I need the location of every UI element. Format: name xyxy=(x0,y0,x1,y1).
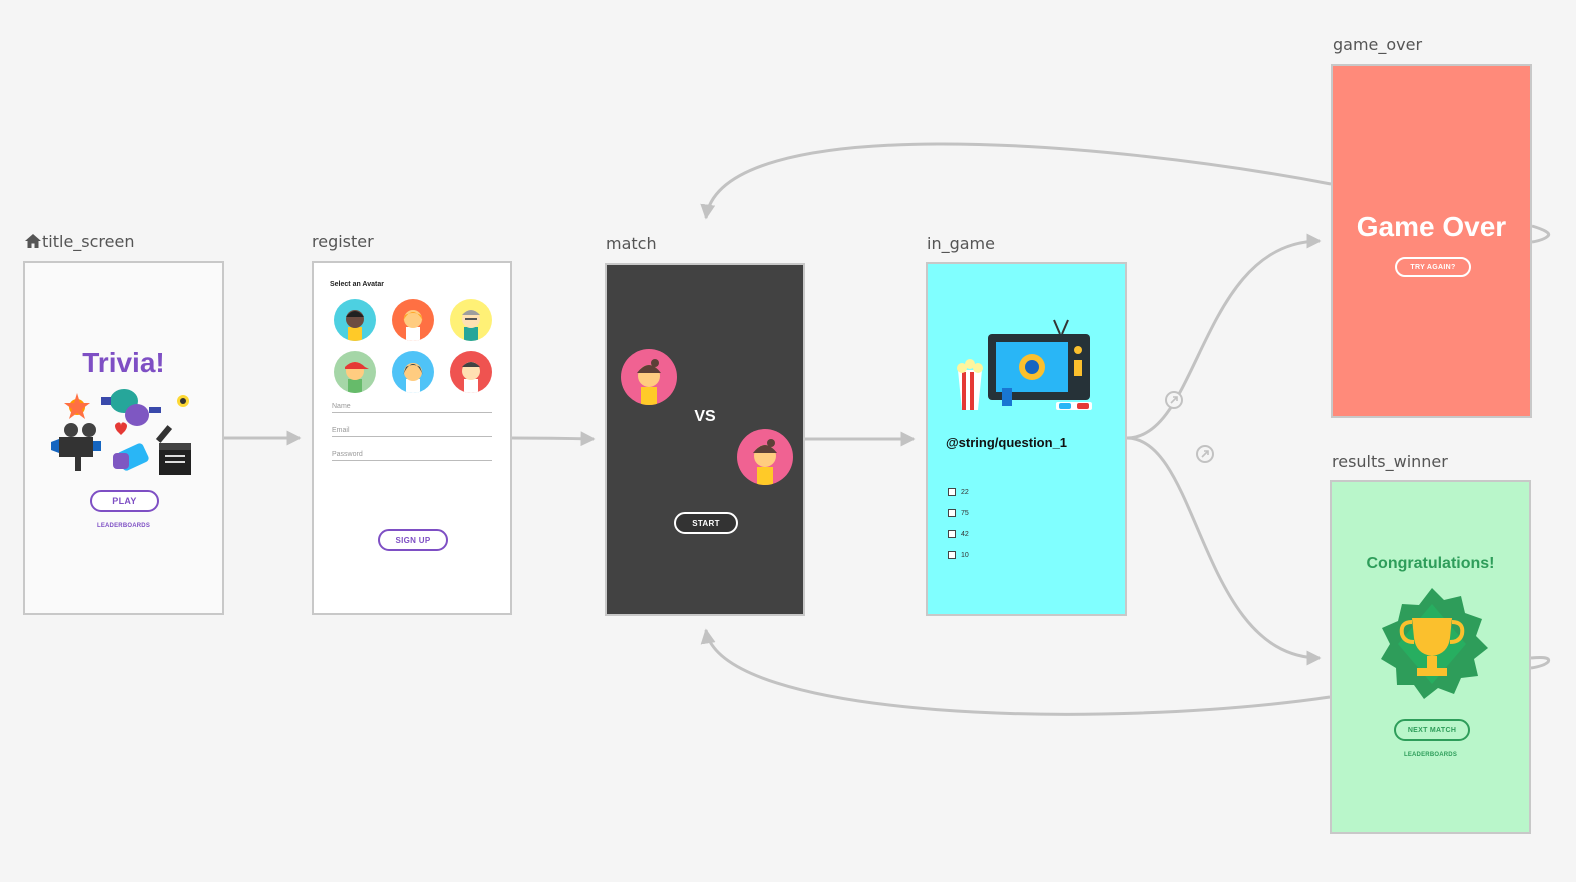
avatar-person-icon xyxy=(637,359,661,405)
answer-option[interactable]: 22 xyxy=(948,488,969,496)
avatar-option[interactable] xyxy=(450,299,492,341)
avatar-person-icon xyxy=(403,363,423,393)
screen-register[interactable]: Select an Avatar Name Email Password SIG… xyxy=(312,261,512,615)
edge-register-to-match[interactable] xyxy=(511,431,596,447)
leaderboards-link[interactable]: LEADERBOARDS xyxy=(96,523,151,529)
avatar-person-icon xyxy=(403,310,423,341)
edge-in-game-to-game-over[interactable] xyxy=(1126,233,1322,440)
node-label-register[interactable]: register xyxy=(312,232,374,251)
sign-up-button[interactable]: SIGN UP xyxy=(378,529,448,551)
avatar-option[interactable] xyxy=(450,351,492,393)
question-text: @string/question_1 xyxy=(946,435,1068,450)
avatar-person-icon xyxy=(345,362,369,393)
answer-option[interactable]: 10 xyxy=(948,551,969,559)
avatar-person-icon xyxy=(462,310,480,341)
player-two-avatar xyxy=(737,429,793,485)
tv-popcorn-illustration-icon xyxy=(957,319,1092,410)
node-label-game-over[interactable]: game_over xyxy=(1333,35,1423,54)
vs-label: VS xyxy=(694,408,716,425)
edge-game-over-to-match[interactable] xyxy=(700,142,1332,220)
deep-link-icon xyxy=(1196,445,1214,463)
screen-results-winner[interactable]: Congratulations! NEXT MATCH LEADERBOARDS xyxy=(1330,480,1531,834)
avatar-option[interactable] xyxy=(334,299,376,341)
select-avatar-heading: Select an Avatar xyxy=(330,281,384,288)
start-button[interactable]: START xyxy=(674,512,738,534)
title-heading: Trivia! xyxy=(82,347,165,378)
screen-in-game[interactable]: @string/question_1 22 75 42 10 xyxy=(926,262,1127,616)
node-label-in-game[interactable]: in_game xyxy=(927,234,995,253)
email-field[interactable]: Email xyxy=(332,427,492,437)
avatar-option[interactable] xyxy=(392,351,434,393)
deep-link-icon xyxy=(1165,391,1183,409)
node-label-text: title_screen xyxy=(42,232,135,251)
edge-in-game-to-results-winner[interactable] xyxy=(1126,436,1322,666)
answer-label: 42 xyxy=(961,530,969,538)
avatar-person-icon xyxy=(346,310,364,341)
screen-game-over[interactable]: Game Over TRY AGAIN? xyxy=(1331,64,1532,418)
node-label-title-screen[interactable]: title_screen xyxy=(24,232,134,251)
player-one-avatar xyxy=(621,349,677,405)
edge-results-winner-to-match[interactable] xyxy=(700,628,1331,716)
node-label-match[interactable]: match xyxy=(606,234,657,253)
next-match-button[interactable]: NEXT MATCH xyxy=(1394,719,1470,741)
play-button[interactable]: PLAY xyxy=(90,490,159,512)
home-icon xyxy=(25,234,41,248)
try-again-button[interactable]: TRY AGAIN? xyxy=(1395,257,1471,277)
trivia-illustration-icon xyxy=(51,389,191,475)
answer-checkbox[interactable] xyxy=(948,509,956,517)
answer-label: 22 xyxy=(961,488,969,496)
answer-label: 10 xyxy=(961,551,969,559)
answer-option[interactable]: 42 xyxy=(948,530,969,538)
answer-checkbox[interactable] xyxy=(948,530,956,538)
leaderboards-link[interactable]: LEADERBOARDS xyxy=(1403,752,1458,758)
edge-game-over-to-game-over[interactable] xyxy=(1531,224,1551,244)
screen-match[interactable]: VS START xyxy=(605,263,805,616)
screen-title-screen[interactable]: Trivia! PLAY LEADERBOARDS xyxy=(23,261,224,615)
answer-option[interactable]: 75 xyxy=(948,509,969,517)
game-over-heading: Game Over xyxy=(1356,211,1507,242)
trophy-icon xyxy=(1381,588,1488,699)
avatar-option[interactable] xyxy=(334,351,376,393)
congratulations-heading: Congratulations! xyxy=(1366,555,1495,572)
answer-checkbox[interactable] xyxy=(948,551,956,559)
answer-label: 75 xyxy=(961,509,969,517)
avatar-option[interactable] xyxy=(392,299,434,341)
password-field[interactable]: Password xyxy=(332,451,492,461)
node-label-results-winner[interactable]: results_winner xyxy=(1332,452,1448,471)
answer-checkbox[interactable] xyxy=(948,488,956,496)
avatar-person-icon xyxy=(462,362,480,393)
avatar-person-icon xyxy=(753,439,777,485)
name-field[interactable]: Name xyxy=(332,403,492,413)
edge-results-winner-to-results-winner[interactable] xyxy=(1530,656,1551,670)
